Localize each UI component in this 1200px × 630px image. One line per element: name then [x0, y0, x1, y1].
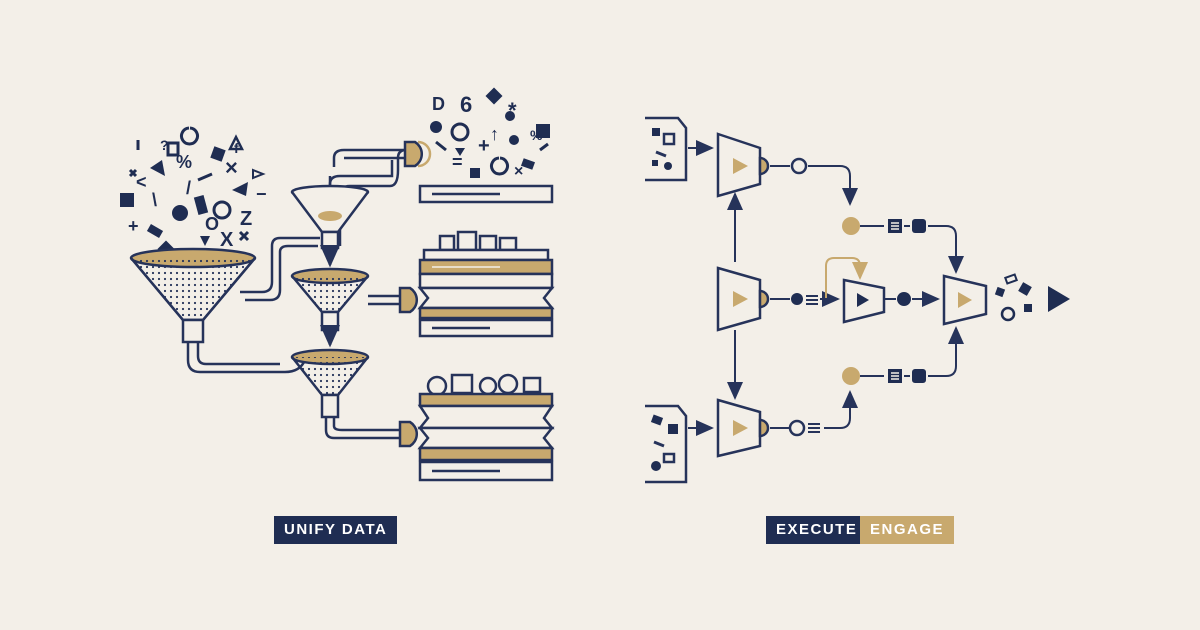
- mux-triangle-icon: [716, 398, 770, 458]
- glyph-o: O: [205, 214, 219, 234]
- glyph-z: Z: [240, 208, 252, 230]
- mux-triangle-icon: [716, 266, 770, 332]
- mux-triangle-icon: [716, 132, 770, 198]
- glyph-backslash: \: [152, 190, 157, 210]
- data-glyph-cloud-right: 6 D * + = % ↑ ×: [430, 87, 550, 180]
- unify-data-label: UNIFY DATA: [274, 516, 398, 544]
- funnel-icon: [290, 184, 370, 268]
- glyph-percent: %: [176, 152, 192, 172]
- glyph-less-than: <: [136, 172, 147, 192]
- stacked-layers-icon: [417, 373, 555, 482]
- glyph-slash: /: [186, 178, 191, 198]
- funnel-icon: [290, 267, 370, 348]
- glyph-up-arrow: ↑: [490, 124, 499, 144]
- execute-label: EXECUTE: [766, 516, 868, 544]
- engage-label: ENGAGE: [860, 516, 955, 544]
- data-glyph-cloud-left: + × X O Z % \ / < − f ?: [120, 126, 267, 258]
- flow-arrows: [770, 157, 858, 437]
- funnel-icon: [129, 247, 257, 344]
- execute-engage-scene: [645, 116, 1070, 484]
- glyph-times: ×: [514, 163, 523, 180]
- data-pipes: [324, 294, 400, 440]
- data-tray-icon: [418, 184, 554, 204]
- glyph-d: D: [432, 94, 445, 114]
- flow-arrows: [884, 291, 940, 307]
- glyph-x-small: ×: [225, 155, 238, 180]
- input-document-icon: [645, 116, 688, 182]
- play-icon: [1048, 286, 1070, 312]
- output-burst: [994, 273, 1070, 322]
- mux-triangle-icon: [942, 274, 988, 326]
- glyph-question: ?: [160, 137, 169, 153]
- glyph-x: X: [220, 229, 234, 251]
- unify-data-scene: + × X O Z % \ / < − f ?: [120, 87, 555, 482]
- glyph-equals: =: [452, 152, 463, 172]
- input-document-icon: [645, 404, 688, 484]
- mux-triangle-icon: [842, 278, 886, 324]
- node-dot-icon: [842, 217, 860, 385]
- glyph-plus: +: [478, 135, 490, 157]
- glyph-percent: %: [530, 127, 543, 143]
- glyph-f: f: [234, 140, 239, 156]
- glyph-six: 6: [460, 92, 472, 117]
- glyph-asterisk: *: [508, 98, 517, 123]
- stacked-layers-icon: [417, 230, 555, 338]
- feedback-loop-arrow: [825, 257, 868, 298]
- flow-arrows: [688, 140, 743, 436]
- valve-icons: [398, 140, 432, 448]
- glyph-minus: −: [256, 184, 267, 204]
- glyph-plus: +: [128, 216, 139, 236]
- list-marks: [891, 222, 899, 380]
- funnel-icon: [290, 348, 370, 419]
